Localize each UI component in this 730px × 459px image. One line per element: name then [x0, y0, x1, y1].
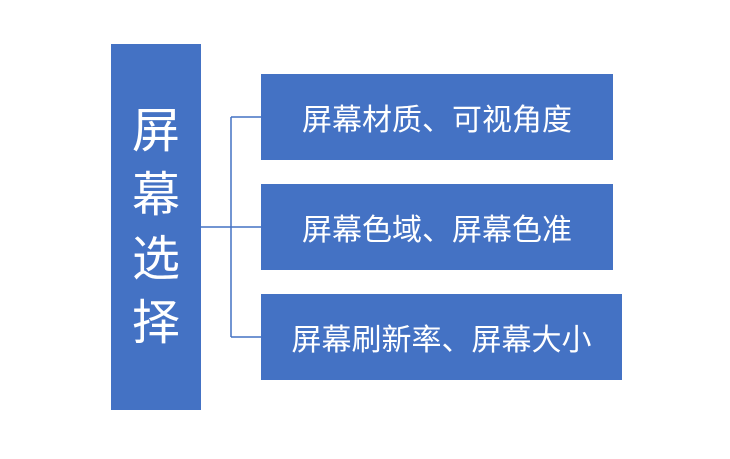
branch-node-2-label: 屏幕色域、屏幕色准: [302, 213, 572, 248]
branch-node-1: 屏幕材质、可视角度: [261, 74, 613, 160]
root-node-label: 屏幕选择: [131, 103, 180, 351]
branch-node-2: 屏幕色域、屏幕色准: [261, 184, 613, 270]
branch-node-1-label: 屏幕材质、可视角度: [302, 103, 572, 138]
root-node: 屏幕选择: [111, 44, 201, 410]
branch-node-3: 屏幕刷新率、屏幕大小: [261, 294, 622, 380]
branch-node-3-label: 屏幕刷新率、屏幕大小: [291, 323, 592, 358]
